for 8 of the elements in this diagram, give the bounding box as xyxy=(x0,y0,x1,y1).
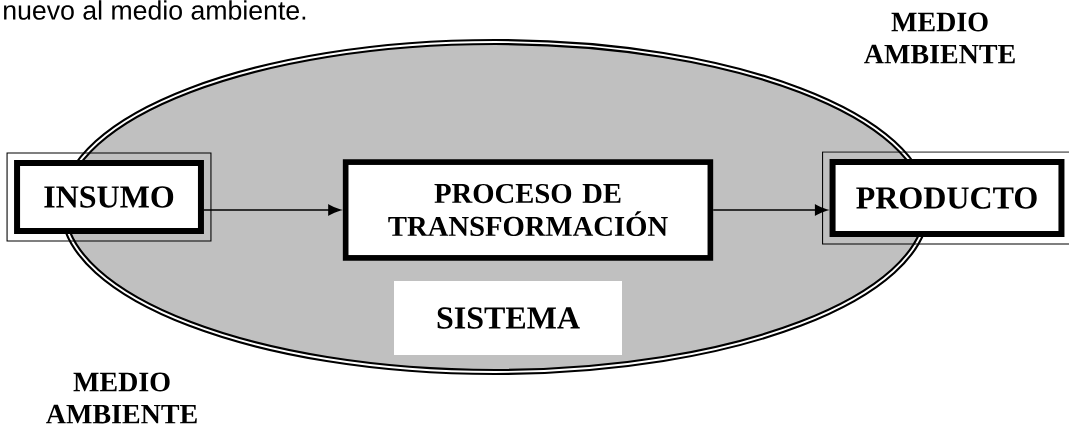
io-box: INSUMO xyxy=(6,152,212,242)
region-label: MEDIO AMBIENTE xyxy=(46,372,197,424)
io-box: PRODUCTO xyxy=(822,151,1069,245)
region-label: MEDIO AMBIENTE xyxy=(864,12,1015,64)
arrow xyxy=(712,204,828,216)
text-line: nuevo al medio ambiente. xyxy=(4,0,306,20)
arrow xyxy=(203,204,341,216)
process-box: PROCESO DE TRANSFORMACIÓN xyxy=(342,159,714,261)
